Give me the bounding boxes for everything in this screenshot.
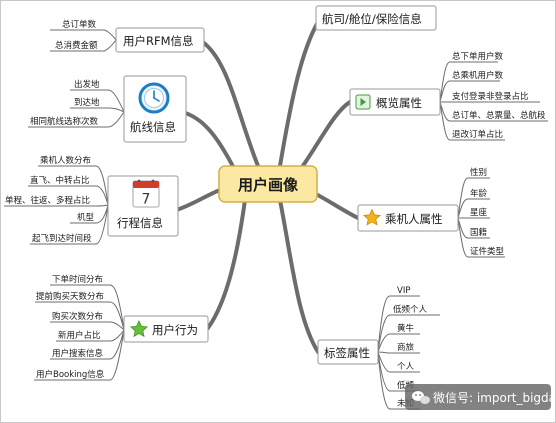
leaf-tag-business[interactable]: 商旅: [397, 342, 415, 353]
calendar-number: 7: [142, 192, 151, 208]
leaf-total-spend[interactable]: 总消费金额: [55, 40, 98, 51]
branch-passenger[interactable]: 乘机人属性: [357, 204, 459, 232]
connector-tags: [278, 198, 320, 354]
center-label: 用户画像: [238, 176, 299, 194]
behavior-leaves: 下单时间分布 提前购买天数分布 购买次数分布 新用户占比 用户搜索信息 用户Bo…: [36, 274, 105, 380]
connector-rfm: [198, 38, 260, 168]
branch-tags[interactable]: 标签属性: [317, 339, 379, 365]
connector-overview: [298, 100, 352, 172]
rfm-leaves: 总订单数 总消费金额: [55, 19, 98, 51]
branch-behavior-label: 用户行为: [152, 323, 198, 337]
connector-behavior: [206, 198, 247, 330]
leaf-tag-low-freq-personal[interactable]: 低频个人: [393, 304, 428, 315]
leaf-refund-change-ratio[interactable]: 退改订单占比: [452, 129, 503, 140]
leaf-same-route-count[interactable]: 相同航线选称次数: [30, 116, 99, 127]
leaf-total-order-users[interactable]: 总下单用户数: [452, 51, 504, 62]
watermark-text: 微信号: import_bigdata: [433, 391, 556, 405]
leaf-aircraft-type[interactable]: 机型: [77, 212, 95, 223]
leaf-total-orders[interactable]: 总订单数: [62, 19, 97, 30]
watermark-bg: [405, 384, 551, 410]
leaf-age[interactable]: 年龄: [470, 188, 488, 199]
passenger-leaves: 性别 年龄 星座 国籍 证件类型: [470, 167, 505, 257]
leaf-gender[interactable]: 性别: [470, 167, 487, 178]
leaf-trip-type-ratio[interactable]: 单程、往返、多程占比: [5, 195, 90, 206]
leaf-user-search-info[interactable]: 用户搜索信息: [52, 348, 104, 359]
leaf-total-flying-users[interactable]: 总乘机用户数: [452, 70, 504, 81]
branch-passenger-box: [357, 204, 459, 232]
center-node[interactable]: 用户画像: [218, 165, 318, 203]
star-icon: [129, 320, 149, 338]
play-icon: [355, 94, 371, 110]
leaf-advance-days-distribution[interactable]: 提前购买天数分布: [36, 291, 104, 302]
connector-trip: [174, 188, 222, 212]
leaf-login-ratio[interactable]: 支付登录非登录占比: [452, 91, 529, 102]
center-node-box: [218, 165, 318, 203]
watermark: 微信号: import_bigdata: [405, 384, 556, 410]
branch-flight-box: [315, 5, 437, 31]
leaf-passenger-distribution[interactable]: 乘机人数分布: [40, 155, 91, 166]
branch-trip[interactable]: 7 行程信息: [107, 175, 179, 237]
leaf-tag-vip[interactable]: VIP: [397, 286, 410, 296]
clock-icon: [138, 82, 170, 114]
leaf-zodiac[interactable]: 星座: [470, 207, 488, 218]
branch-rfm-box: [115, 27, 205, 53]
branch-behavior[interactable]: 用户行为: [123, 315, 209, 343]
branch-flight[interactable]: 航司/舱位/保险信息: [315, 5, 437, 31]
leaf-user-booking-info[interactable]: 用户Booking信息: [36, 369, 105, 380]
branch-route[interactable]: 航线信息: [123, 75, 187, 143]
leaf-orders-tickets-segments[interactable]: 总订单、总票量、总航段: [452, 110, 546, 121]
leaf-connectors: [4, 29, 548, 410]
wechat-icon: [412, 391, 430, 404]
branch-route-label: 航线信息: [130, 120, 176, 134]
branch-tags-label: 标签属性: [324, 346, 370, 360]
leaf-tag-low-freq[interactable]: 低频: [397, 380, 415, 391]
leaf-purchase-count-distribution[interactable]: 购买次数分布: [52, 311, 103, 322]
branch-trip-label: 行程信息: [117, 216, 163, 230]
branch-overview-label: 概览属性: [376, 96, 422, 110]
branch-passenger-label: 乘机人属性: [385, 212, 443, 226]
leaf-departure[interactable]: 出发地: [74, 79, 100, 90]
trip-leaves: 乘机人数分布 直飞、中转占比 单程、往返、多程占比 机型 起飞到达时间段: [5, 155, 95, 244]
leaf-order-time-distribution[interactable]: 下单时间分布: [52, 274, 103, 285]
branch-rfm-label: 用户RFM信息: [123, 34, 194, 48]
branch-rfm[interactable]: 用户RFM信息: [115, 27, 205, 53]
route-leaves: 出发地 到达地 相同航线选称次数: [30, 79, 100, 127]
leaf-time-period[interactable]: 起飞到达时间段: [32, 233, 92, 244]
leaf-arrival[interactable]: 到达地: [74, 97, 100, 108]
leaf-direct-transfer-ratio[interactable]: 直飞、中转占比: [30, 175, 90, 186]
branch-overview-box: [349, 88, 441, 116]
star-icon: [362, 208, 382, 226]
leaf-tag-personal[interactable]: 个人: [397, 362, 415, 372]
branch-behavior-box: [123, 315, 209, 343]
leaf-nationality[interactable]: 国籍: [470, 227, 487, 238]
branch-flight-label: 航司/舱位/保险信息: [322, 12, 422, 26]
overview-leaves: 总下单用户数 总乘机用户数 支付登录非登录占比 总订单、总票量、总航段 退改订单…: [452, 51, 546, 140]
branch-tags-box: [317, 339, 379, 365]
connector-flight: [278, 20, 320, 168]
branch-overview[interactable]: 概览属性: [349, 88, 441, 116]
leaf-tag-scalper[interactable]: 黄牛: [397, 323, 415, 334]
calendar-icon: 7: [132, 179, 160, 208]
leaf-id-type[interactable]: 证件类型: [470, 246, 505, 257]
leaf-new-user-ratio[interactable]: 新用户占比: [58, 330, 101, 341]
